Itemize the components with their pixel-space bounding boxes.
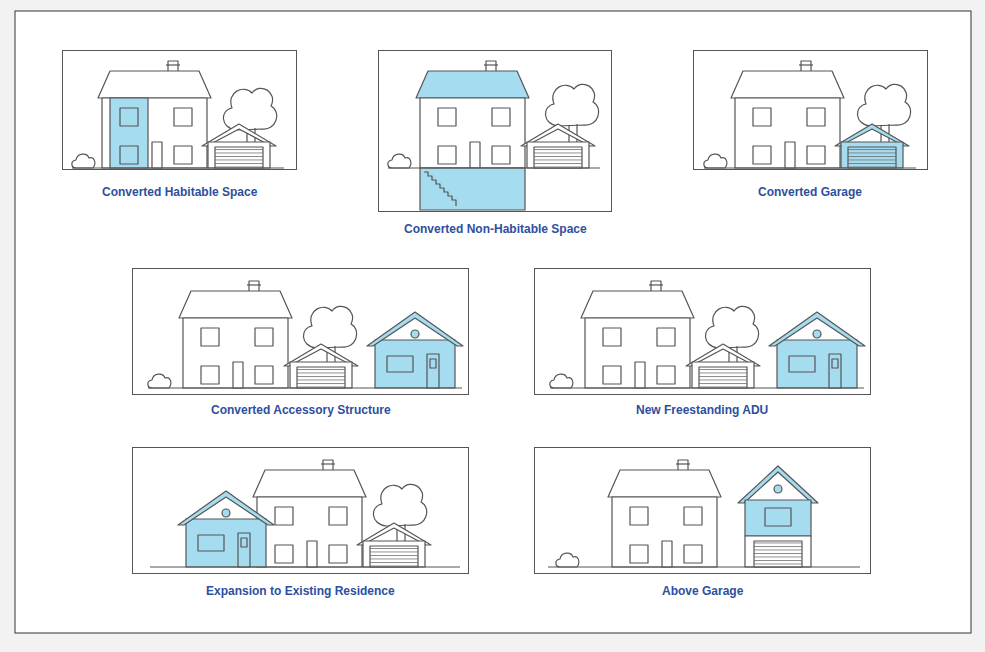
panel-caption: New Freestanding ADU: [636, 403, 768, 417]
panel-caption: Converted Habitable Space: [102, 185, 257, 199]
adu-panel: Above Garage: [534, 447, 871, 574]
adu-panel: Converted Habitable Space: [62, 50, 297, 170]
adu-panel: Converted Accessory Structure: [132, 268, 469, 395]
adu-panel: Converted Non-Habitable Space: [378, 50, 612, 212]
panel-caption: Converted Garage: [758, 185, 862, 199]
adu-panel: Expansion to Existing Residence: [132, 447, 469, 574]
adu-panel: New Freestanding ADU: [534, 268, 871, 395]
panel-caption: Above Garage: [662, 584, 743, 598]
panel-caption: Converted Non-Habitable Space: [404, 222, 587, 236]
panel-caption: Converted Accessory Structure: [211, 403, 391, 417]
adu-panel: Converted Garage: [693, 50, 928, 170]
panel-caption: Expansion to Existing Residence: [206, 584, 395, 598]
